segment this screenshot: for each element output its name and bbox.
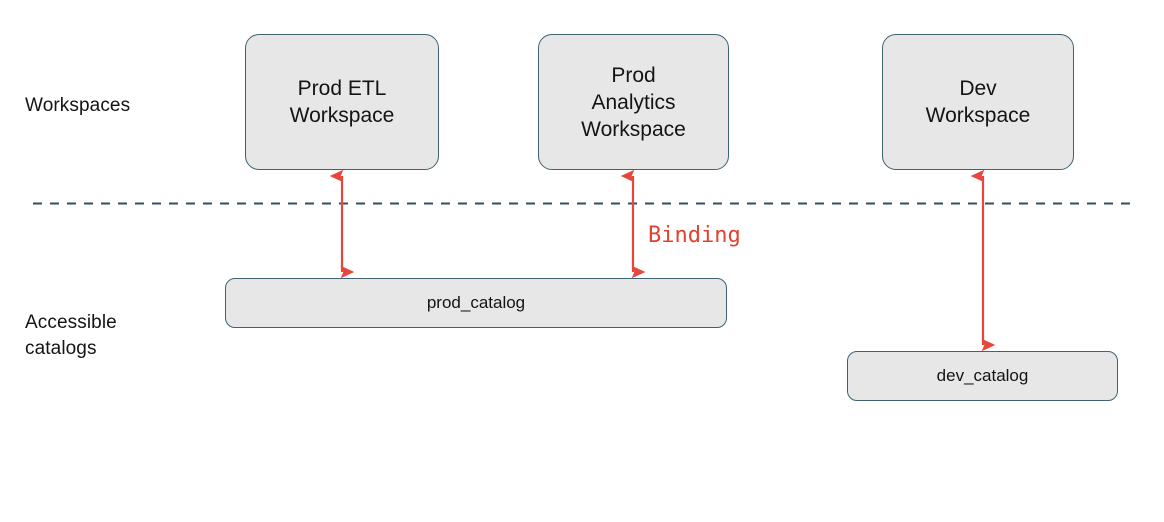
- node-prod-analytics-workspace-label: Prod Analytics Workspace: [581, 63, 686, 141]
- row-label-workspaces: Workspaces: [25, 95, 131, 116]
- node-dev-workspace-label: Dev Workspace: [925, 77, 1031, 127]
- binding-annotation-label: Binding: [648, 223, 741, 248]
- node-prod-analytics-workspace[interactable]: Prod Analytics Workspace: [538, 34, 729, 170]
- node-prod-catalog[interactable]: prod_catalog: [225, 278, 727, 328]
- node-prod-catalog-label: prod_catalog: [426, 293, 526, 312]
- node-prod-etl-workspace-label: Prod ETL Workspace: [289, 77, 395, 127]
- node-prod-etl-workspace[interactable]: Prod ETL Workspace: [245, 34, 439, 170]
- node-dev-workspace[interactable]: Dev Workspace: [882, 34, 1074, 170]
- node-dev-catalog-label: dev_catalog: [936, 366, 1029, 385]
- node-dev-catalog[interactable]: dev_catalog: [847, 351, 1118, 401]
- row-label-accessible-catalogs: Accessible catalogs: [25, 312, 117, 359]
